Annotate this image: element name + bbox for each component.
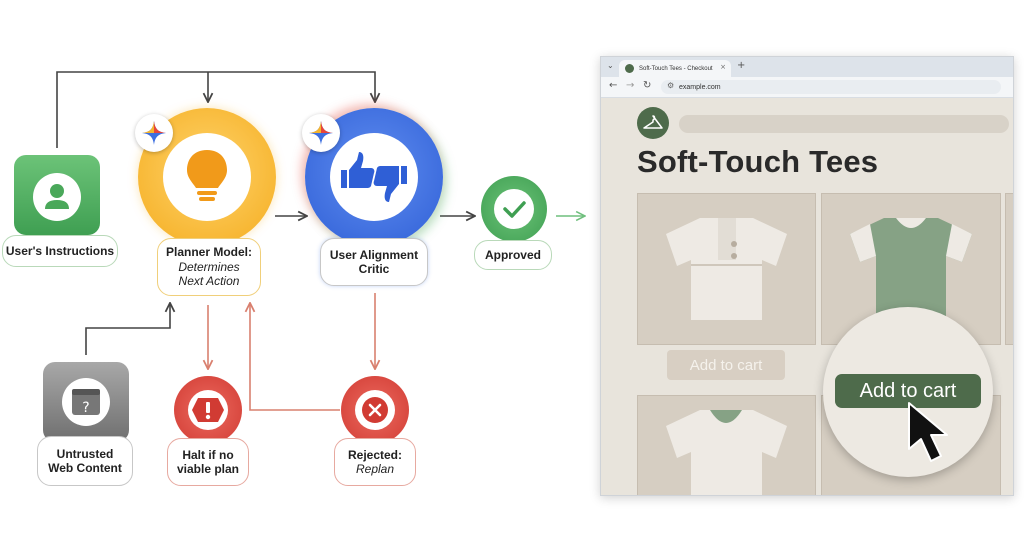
untrusted-line2: Web Content: [48, 461, 122, 475]
planner-node: [138, 108, 276, 246]
planner-title: Planner Model:: [165, 245, 252, 260]
favicon-icon: [625, 64, 634, 73]
product-card-4[interactable]: [637, 395, 816, 495]
user-instructions-text: User's Instructions: [5, 243, 115, 258]
tab-title: Soft-Touch Tees - Checkout: [639, 65, 713, 72]
approved-node: [481, 176, 547, 242]
halt-label: Halt if no viable plan: [167, 438, 249, 486]
gemini-sparkle-icon: [142, 121, 166, 145]
chevron-down-icon[interactable]: ⌄: [607, 61, 614, 70]
rejected-label: Rejected: Replan: [334, 438, 416, 486]
thumbs-up-down-icon: [330, 133, 418, 221]
approved-text: Approved: [484, 247, 541, 262]
planner-line2: Determines: [178, 259, 240, 274]
approved-label: Approved: [474, 240, 552, 270]
halt-line1: Halt if no: [182, 447, 234, 462]
user-instructions-label: User's Instructions: [2, 235, 118, 267]
critic-title: User Alignment: [329, 247, 419, 262]
planner-gemini-badge: [135, 114, 173, 152]
arrow-untrusted-to-planner: [85, 304, 170, 355]
untrusted-line1: Untrusted: [56, 446, 114, 461]
product-card-3-partial[interactable]: [1005, 193, 1013, 345]
planner-line3: Next Action: [178, 274, 240, 289]
add-to-cart-button[interactable]: Add to cart: [835, 374, 981, 408]
forward-arrow-icon[interactable]: →: [626, 80, 635, 91]
address-bar: ← → ↻ ⚙ example.com: [601, 77, 1013, 98]
lightbulb-icon: [163, 133, 251, 221]
critic-line2: Critic: [358, 262, 390, 276]
rejected-line2: Replan: [355, 462, 395, 476]
rejected-node: [341, 376, 409, 444]
store-title: Soft-Touch Tees: [637, 144, 879, 179]
user-instructions-node: [14, 155, 100, 235]
x-icon: [355, 390, 395, 430]
url-field[interactable]: ⚙ example.com: [661, 80, 1001, 94]
svg-text:?: ?: [82, 400, 89, 416]
planner-label: Planner Model: Determines Next Action: [157, 238, 261, 296]
gemini-sparkle-icon: [309, 121, 333, 145]
cursor-icon: [908, 402, 948, 462]
tab-bar: ⌄ Soft-Touch Tees - Checkout × +: [601, 57, 1013, 77]
store-logo[interactable]: [637, 107, 669, 139]
zoom-callout: Add to cart: [823, 307, 993, 477]
halt-node: [174, 376, 242, 444]
exclamation-icon: [188, 390, 228, 430]
close-tab-icon[interactable]: ×: [720, 63, 726, 71]
question-window-icon: ?: [62, 378, 110, 426]
critic-label: User Alignment Critic: [320, 238, 428, 286]
back-arrow-icon[interactable]: ←: [609, 80, 618, 91]
critic-gemini-badge: [302, 114, 340, 152]
search-bar[interactable]: [679, 115, 1009, 133]
product-card-1[interactable]: [637, 193, 816, 345]
rejected-line1: Rejected:: [347, 447, 403, 462]
person-icon: [33, 173, 81, 221]
tshirt-image: [850, 218, 972, 334]
checkmark-icon: [494, 189, 534, 229]
browser-tab[interactable]: Soft-Touch Tees - Checkout ×: [619, 60, 731, 77]
tshirt-image: [666, 218, 787, 320]
add-to-cart-button-faded[interactable]: Add to cart: [667, 350, 785, 380]
untrusted-content-node: ?: [43, 362, 129, 442]
reload-icon[interactable]: ↻: [643, 80, 652, 91]
new-tab-icon[interactable]: +: [737, 60, 746, 71]
hanger-icon: [643, 115, 663, 129]
url-text: example.com: [679, 83, 721, 91]
untrusted-label: Untrusted Web Content: [37, 436, 133, 486]
tshirt-image: [666, 410, 787, 495]
halt-line2: viable plan: [176, 462, 240, 476]
site-settings-icon[interactable]: ⚙: [667, 81, 675, 90]
arrow-user-to-planner: [56, 71, 375, 148]
arrow-rejected-to-planner: [250, 304, 340, 411]
